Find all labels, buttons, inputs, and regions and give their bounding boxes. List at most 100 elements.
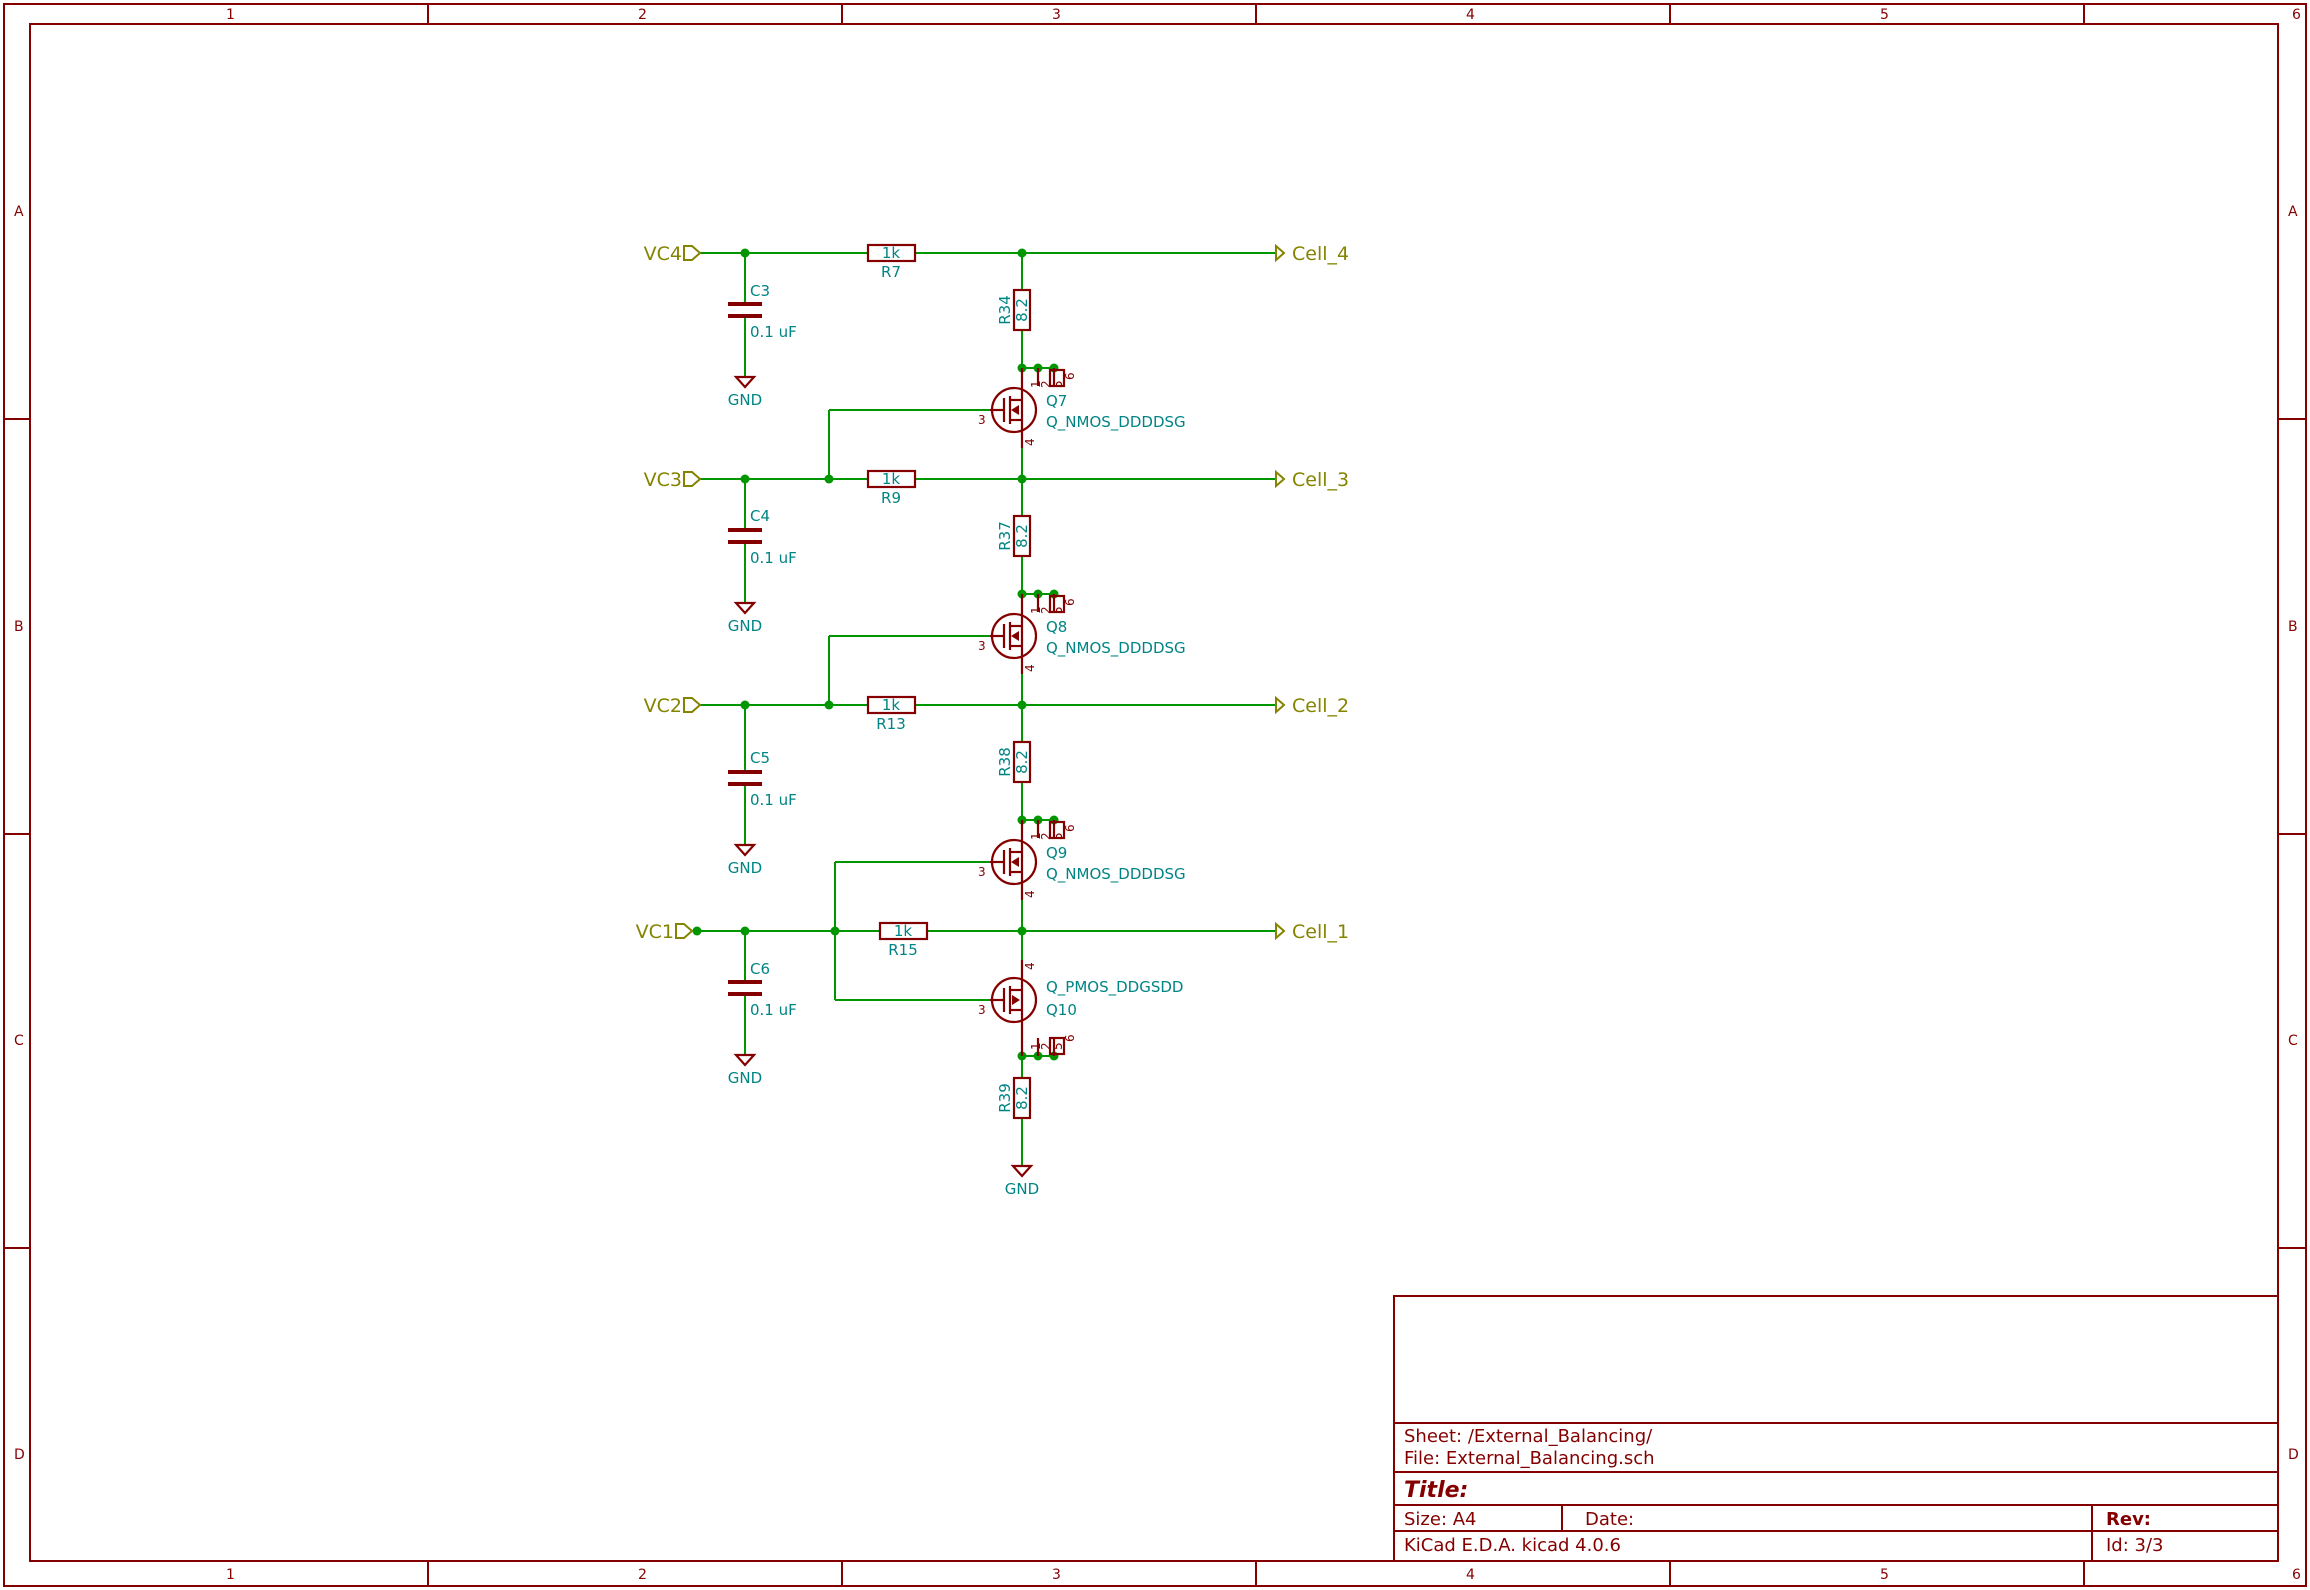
resistor-r13: 1k R13 <box>866 695 917 733</box>
resistor-r15: 1k R15 <box>878 921 929 959</box>
title-label: Title: <box>1404 1478 1468 1503</box>
pin-number: 2 <box>1039 832 1053 840</box>
resistor-r38: 8.2 R38 <box>996 740 1032 784</box>
mosfet-q9: 1 2 5 6 3 4 Q9 Q_NMOS_DDDDSG <box>978 820 1186 900</box>
resistor-ref: R37 <box>996 521 1014 551</box>
title-block: Sheet: /External_Balancing/ File: Extern… <box>1393 1295 2279 1562</box>
resistor-ref: R15 <box>888 941 918 959</box>
ground-icon <box>733 843 757 857</box>
ground-icon <box>733 1053 757 1067</box>
output-label-cell-2: Cell_2 <box>1292 695 1349 717</box>
mosfet-value: Q_NMOS_DDDDSG <box>1046 639 1186 658</box>
capacitor-value: 0.1 uF <box>750 549 797 567</box>
mosfet-q7: 1 2 5 6 3 4 Q7 Q_NMOS_DDDDSG <box>978 368 1186 448</box>
output-label-cell-3: Cell_3 <box>1292 469 1349 491</box>
mosfet-q10: 4 3 1 2 5 6 Q_PMOS_DDGSDD Q10 <box>978 960 1183 1056</box>
mosfet-value: Q_NMOS_DDDDSG <box>1046 865 1186 884</box>
pin-number: 3 <box>978 413 986 427</box>
pin-number: 4 <box>1023 890 1037 898</box>
resistor-r7: 1k R7 <box>866 243 917 281</box>
col-label-bottom: 6 <box>2292 1567 2301 1583</box>
output-flag <box>1275 695 1286 715</box>
input-flag <box>683 471 702 487</box>
resistor-ref: R13 <box>876 715 906 733</box>
sheet-id: Id: 3/3 <box>2106 1535 2164 1556</box>
output-flag <box>1275 469 1286 489</box>
col-label-top: 4 <box>1466 7 1475 23</box>
capacitor-c4: C4 0.1 uF GND <box>728 507 797 635</box>
resistor-value: 8.2 <box>1013 524 1031 548</box>
pin-number: 6 <box>1063 372 1077 380</box>
mosfet-ref: Q10 <box>1046 1001 1077 1019</box>
col-label-bottom: 4 <box>1466 1567 1475 1583</box>
wires <box>700 252 1276 1166</box>
output-flag <box>1275 921 1286 941</box>
col-label-top: 2 <box>638 7 647 23</box>
resistor-ref: R34 <box>996 295 1014 325</box>
resistor-value: 8.2 <box>1013 750 1031 774</box>
pin-number: 4 <box>1023 664 1037 672</box>
row-label-left: A <box>14 204 24 220</box>
input-label-vc4: VC4 <box>644 243 682 265</box>
resistor-r37: 8.2 R37 <box>996 514 1032 558</box>
col-label-bottom: 3 <box>1052 1567 1061 1583</box>
col-label-bottom: 1 <box>226 1567 235 1583</box>
capacitor-value: 0.1 uF <box>750 791 797 809</box>
pin-number: 1 <box>1029 380 1043 388</box>
row-label-right: D <box>2288 1447 2299 1463</box>
input-flag <box>683 245 702 261</box>
rev-label: Rev: <box>2106 1509 2151 1530</box>
pin-number: 1 <box>1029 832 1043 840</box>
input-label-vc1: VC1 <box>636 921 674 943</box>
row-label-left: B <box>14 619 24 635</box>
sheet-path: Sheet: /External_Balancing/ <box>1404 1426 1653 1447</box>
input-labels: VC4 VC3 VC2 VC1 <box>636 243 702 943</box>
pin-number: 6 <box>1063 598 1077 606</box>
resistor-r34: 8.2 R34 <box>996 288 1032 332</box>
ground-bottom: GND <box>1005 1164 1039 1198</box>
pin-number: 2 <box>1039 606 1053 614</box>
mosfet-ref: Q7 <box>1046 392 1067 410</box>
capacitor-ref: C6 <box>750 960 770 978</box>
ground-label: GND <box>728 391 762 409</box>
mosfet-ref: Q9 <box>1046 844 1067 862</box>
input-flag <box>683 697 702 713</box>
mosfet-value: Q_NMOS_DDDDSG <box>1046 413 1186 432</box>
pin-number: 2 <box>1039 1042 1053 1050</box>
ground-icon <box>733 375 757 389</box>
pin-number: 4 <box>1023 962 1037 970</box>
output-label-cell-4: Cell_4 <box>1292 243 1349 265</box>
row-label-right: C <box>2288 1033 2298 1049</box>
resistor-value: 1k <box>882 470 901 488</box>
pin-number: 3 <box>978 639 986 653</box>
resistor-ref: R9 <box>881 489 901 507</box>
capacitor-ref: C4 <box>750 507 770 525</box>
resistor-value: 1k <box>882 696 901 714</box>
col-label-top: 5 <box>1880 7 1889 23</box>
pin-number: 3 <box>978 865 986 879</box>
pin-number: 6 <box>1063 1034 1077 1042</box>
col-label-top: 1 <box>226 7 235 23</box>
col-label-bottom: 2 <box>638 1567 647 1583</box>
size-label: Size: A4 <box>1404 1509 1477 1530</box>
date-label: Date: <box>1585 1509 1634 1530</box>
file-name: File: External_Balancing.sch <box>1404 1448 1655 1469</box>
capacitor-ref: C3 <box>750 282 770 300</box>
input-flag <box>675 923 694 939</box>
pin-number: 2 <box>1039 380 1053 388</box>
ground-icon <box>1010 1164 1034 1178</box>
col-label-bottom: 5 <box>1880 1567 1889 1583</box>
capacitor-c3: C3 0.1 uF GND <box>728 282 797 409</box>
mosfet-q8: 1 2 5 6 3 4 Q8 Q_NMOS_DDDDSG <box>978 594 1186 674</box>
capacitor-c5: C5 0.1 uF GND <box>728 749 797 877</box>
row-label-right: B <box>2288 619 2298 635</box>
ground-label: GND <box>728 617 762 635</box>
pin-number: 5 <box>1051 832 1065 840</box>
col-label-top: 3 <box>1052 7 1061 23</box>
pin-number: 6 <box>1063 824 1077 832</box>
tool-version: KiCad E.D.A. kicad 4.0.6 <box>1404 1535 1621 1556</box>
resistor-value: 8.2 <box>1013 298 1031 322</box>
resistor-value: 1k <box>882 244 901 262</box>
ground-label: GND <box>728 1069 762 1087</box>
